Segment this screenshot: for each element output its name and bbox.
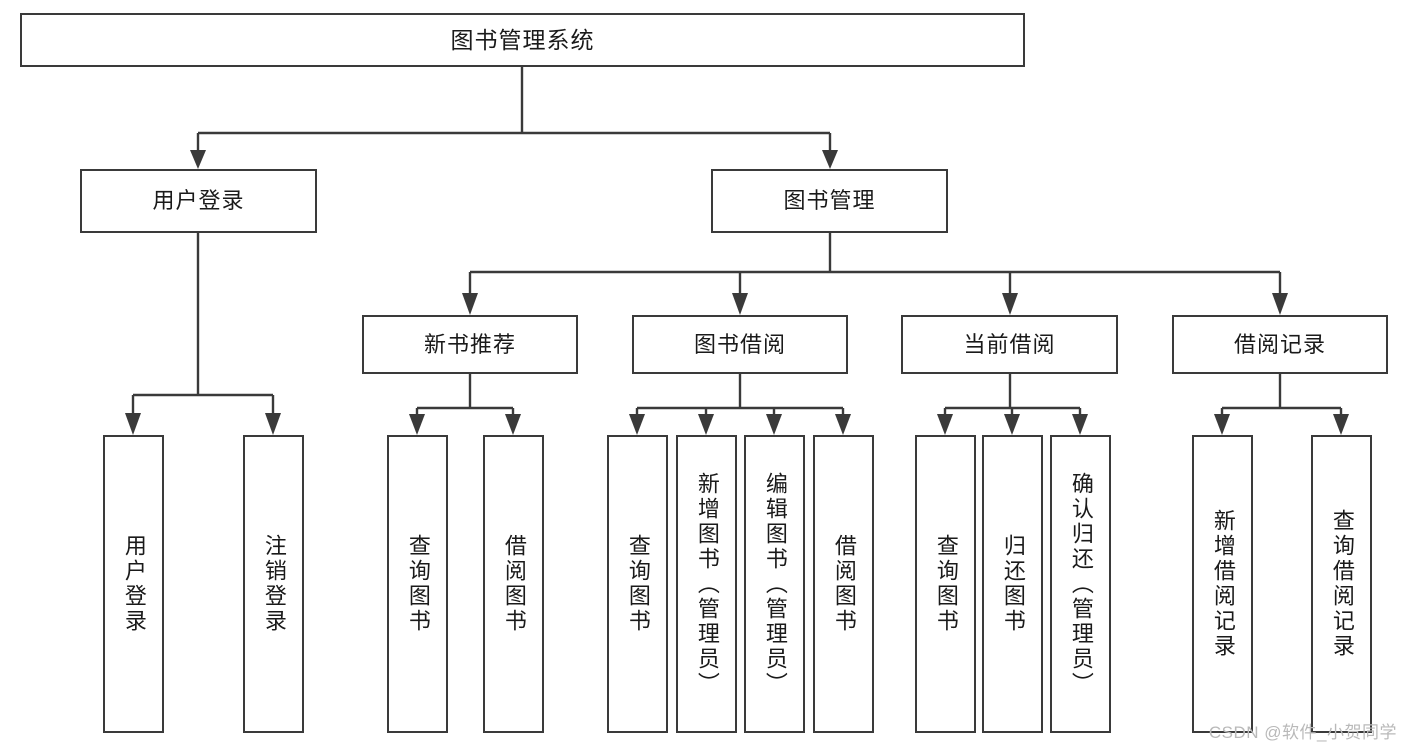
leaf-current-borrow-query[interactable]: 查询图书 <box>915 435 976 733</box>
node-root-system[interactable]: 图书管理系统 <box>20 13 1025 67</box>
arrow-bookmgmt-c2 <box>732 293 748 315</box>
node-book-borrow[interactable]: 图书借阅 <box>632 315 848 374</box>
arrow-borrow-l2 <box>698 414 714 435</box>
arrow-bookmgmt-c3 <box>1002 293 1018 315</box>
leaf-current-borrow-return[interactable]: 归还图书 <box>982 435 1043 733</box>
node-user-login[interactable]: 用户登录 <box>80 169 317 233</box>
arrow-userlogin-l2 <box>265 413 281 435</box>
arrow-current-l3 <box>1072 414 1088 435</box>
arrow-newbook-l2 <box>505 414 521 435</box>
node-new-book-recommend[interactable]: 新书推荐 <box>362 315 578 374</box>
arrow-record-l2 <box>1333 414 1349 435</box>
leaf-borrow-record-query[interactable]: 查询借阅记录 <box>1311 435 1372 733</box>
arrow-current-l2 <box>1004 414 1020 435</box>
leaf-borrow-record-add[interactable]: 新增借阅记录 <box>1192 435 1253 733</box>
arrow-borrow-l4 <box>835 414 851 435</box>
arrow-bookmgmt-c1 <box>462 293 478 315</box>
node-borrow-record[interactable]: 借阅记录 <box>1172 315 1388 374</box>
leaf-book-borrow-add[interactable]: 新增图书（管理员） <box>676 435 737 733</box>
arrow-record-l1 <box>1214 414 1230 435</box>
arrow-root-to-book-mgmt <box>822 150 838 169</box>
leaf-user-login-login[interactable]: 用户登录 <box>103 435 164 733</box>
arrow-borrow-l3 <box>766 414 782 435</box>
leaf-book-borrow-query[interactable]: 查询图书 <box>607 435 668 733</box>
arrow-borrow-l1 <box>629 414 645 435</box>
leaf-new-book-borrow[interactable]: 借阅图书 <box>483 435 544 733</box>
leaf-current-borrow-confirm-return[interactable]: 确认归还（管理员） <box>1050 435 1111 733</box>
arrow-root-to-user-login <box>190 150 206 169</box>
arrow-userlogin-l1 <box>125 413 141 435</box>
node-book-management[interactable]: 图书管理 <box>711 169 948 233</box>
arrow-current-l1 <box>937 414 953 435</box>
arrow-newbook-l1 <box>409 414 425 435</box>
arrow-bookmgmt-c4 <box>1272 293 1288 315</box>
node-current-borrow[interactable]: 当前借阅 <box>901 315 1118 374</box>
csdn-watermark: CSDN @软件_小贺同学 <box>1208 723 1397 742</box>
leaf-book-borrow-edit[interactable]: 编辑图书（管理员） <box>744 435 805 733</box>
leaf-user-login-logout[interactable]: 注销登录 <box>243 435 304 733</box>
leaf-book-borrow-borrow[interactable]: 借阅图书 <box>813 435 874 733</box>
leaf-new-book-query[interactable]: 查询图书 <box>387 435 448 733</box>
